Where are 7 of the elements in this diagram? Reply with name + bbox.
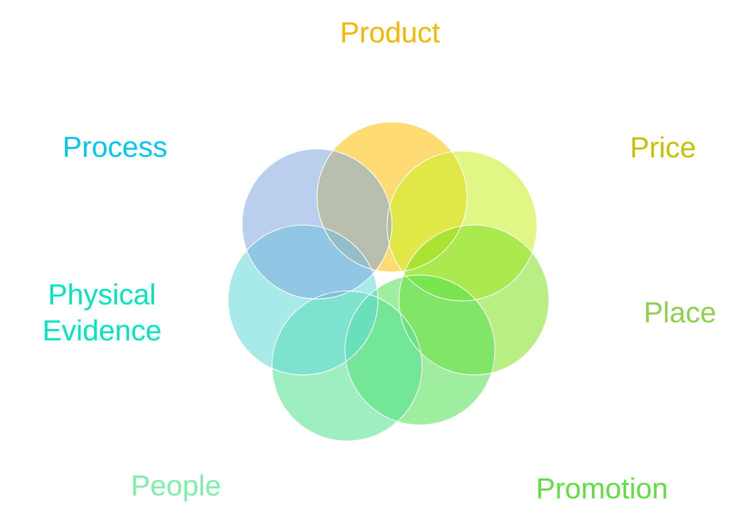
category-label: Price [632, 136, 695, 158]
category-label: Promotion [538, 477, 666, 499]
category-label: Product [342, 21, 440, 43]
category-label: Process [65, 136, 166, 158]
category-label: Physical Evidence [44, 283, 160, 341]
category-label: People [133, 474, 220, 502]
category-label: Place [646, 301, 715, 323]
